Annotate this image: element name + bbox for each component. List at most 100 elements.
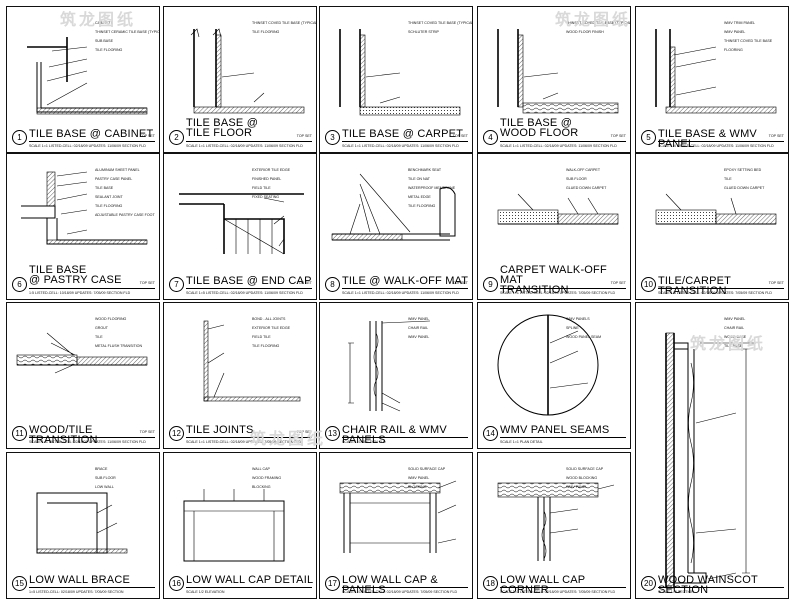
callout-note: METAL FLUSH TRANSITION xyxy=(95,344,143,348)
title-rule xyxy=(29,437,155,438)
detail-meta: SCALE 1=1 LISTED-CELL: 02/18/09 UPDATES:… xyxy=(500,291,616,295)
title-rule xyxy=(658,141,784,142)
detail-drawing xyxy=(655,29,777,114)
callout-note: TILE BASE xyxy=(724,344,743,348)
title-rule xyxy=(29,141,155,142)
callout-note: TILE xyxy=(724,177,732,181)
callout-note: PASTRY CASE PANEL xyxy=(95,177,133,181)
title-rule xyxy=(186,141,312,142)
callout-note: TILE FLOORING xyxy=(252,30,280,34)
detail-meta: SCALE 1=1 LISTED-CELL: 02/18/09 UPDATES:… xyxy=(342,590,458,594)
callout-note: EXTERIOR TILE EDGE xyxy=(252,168,291,172)
detail-title: CARPET WALK-OFF MAT TRANSITION xyxy=(500,264,607,296)
callout-note: THINSET COVED TILE BASE (TYPICAL) xyxy=(252,21,317,25)
detail-meta: SCALE 1=1 SECTION FLD xyxy=(342,440,386,444)
callout-note: CABINETS xyxy=(95,21,113,25)
detail-cell: ALUMINUM SHEET PANEL PASTRY CASE PANEL TIL… xyxy=(6,153,160,300)
detail-drawing xyxy=(348,320,431,412)
detail-meta: SCALE 1/4 LISTED-CELL: 02/18/09 UPDATES:… xyxy=(658,291,772,295)
detail-title: WMV PANEL SEAMS xyxy=(500,424,610,436)
callout-note: SOLID SURFACE CAP xyxy=(408,467,446,471)
detail-number: 20 xyxy=(641,576,656,591)
callout-note: SUB FLOOR xyxy=(95,476,116,480)
title-rule xyxy=(500,141,626,142)
detail-drawing xyxy=(27,37,148,115)
detail-meta: 1=5 LISTED-CELL: 02/18/09 UPDATES: 7/05/… xyxy=(29,590,124,594)
detail-meta: SCALE 1=1 LISTED-CELL: 02/18/09 UPDATES:… xyxy=(186,440,302,444)
detail-cell: THINSET COVED TILE BASE (TYPICAL)WOOD FL… xyxy=(477,6,631,153)
callout-note: WMV TRIM PANEL xyxy=(724,21,756,25)
title-rule xyxy=(500,288,626,289)
detail-drawing xyxy=(497,193,619,225)
detail-number: 5 xyxy=(641,130,656,145)
callout-note: WALK-OFF CARPET xyxy=(566,168,601,172)
title-rule xyxy=(186,288,312,289)
detail-number: 15 xyxy=(12,576,27,591)
callout-note: SUB BASE xyxy=(95,39,113,43)
detail-drawing xyxy=(183,489,285,562)
callout-note: THINSET COVED TILE BASE xyxy=(724,39,773,43)
detail-number: 11 xyxy=(12,426,27,441)
callout-note: WOOD FLOOR FINISH xyxy=(566,30,604,34)
detail-drawing xyxy=(203,320,301,402)
callout-note: WOOD BASE xyxy=(724,335,747,339)
callout-note: FINISHED PANEL xyxy=(252,177,282,181)
callout-note: WALL CAP xyxy=(252,467,270,471)
callout-note: WMV PANEL xyxy=(408,476,430,480)
callout-note: BRACE xyxy=(95,467,108,471)
callout-note: CHAIR RAIL xyxy=(724,326,745,330)
callout-note: FLOORING xyxy=(724,48,743,52)
callout-note: BENCHMARK SEAT xyxy=(408,168,442,172)
detail-meta: SCALE 1=1 LISTED-CELL: 02/18/09 UPDATES:… xyxy=(186,144,303,148)
detail-title: TILE BASE @ PASTRY CASE xyxy=(29,264,122,286)
detail-title: TILE BASE & WMV PANEL xyxy=(658,128,757,150)
detail-number: 1 xyxy=(12,130,27,145)
detail-title: TILE BASE @ CABINET xyxy=(29,128,154,140)
callout-note: TILE FLOORING xyxy=(95,204,123,208)
callout-note: METAL EDGE xyxy=(408,195,431,199)
detail-meta: SCALE 1=1 LISTED-CELL: 02/18/09 UPDATES:… xyxy=(500,144,617,148)
detail-meta: 1:5 LISTED-CELL: 10/18/09 UPDATES: 7/05/… xyxy=(29,291,131,295)
detail-title: LOW WALL CAP DETAIL xyxy=(186,574,314,586)
title-rule xyxy=(29,288,155,289)
callout-note: FIELD TILE xyxy=(252,186,271,190)
callout-note: ADJUSTABLE PASTRY CASE FOOT xyxy=(95,213,155,217)
detail-number: 16 xyxy=(169,576,184,591)
detail-title: WOOD/TILE TRANSITION xyxy=(29,424,98,446)
detail-set-label: TOP SET xyxy=(452,281,468,285)
detail-drawing xyxy=(665,332,756,589)
detail-set-label: TOP SET xyxy=(296,134,312,138)
detail-number: 2 xyxy=(169,130,184,145)
detail-drawing xyxy=(179,193,304,255)
callout-note: EPOXY SETTING BED xyxy=(724,168,762,172)
callout-note: ALUMINUM SHEET PANEL xyxy=(95,168,140,172)
detail-title: TILE BASE @ CARPET xyxy=(342,128,464,140)
title-rule xyxy=(658,587,784,588)
detail-number: 10 xyxy=(641,277,656,292)
detail-set-label: TOP SET xyxy=(139,134,155,138)
detail-title: TILE/CARPET TRANSITION xyxy=(658,275,731,297)
detail-number: 18 xyxy=(483,576,498,591)
detail-number: 12 xyxy=(169,426,184,441)
detail-title: CHAIR RAIL & WMV PANELS xyxy=(342,424,447,446)
title-rule xyxy=(342,288,468,289)
detail-set-label: TOP SET xyxy=(610,281,626,285)
detail-number: 9 xyxy=(483,277,498,292)
detail-number: 13 xyxy=(325,426,340,441)
callout-note: EXTERIOR TILE EDGE xyxy=(252,326,291,330)
callout-note: WMV PANEL xyxy=(408,317,430,321)
title-rule xyxy=(658,288,784,289)
detail-number: 7 xyxy=(169,277,184,292)
callout-note: TILE BASE xyxy=(95,186,114,190)
detail-number: 3 xyxy=(325,130,340,145)
detail-cell: THINSET COVED TILE BASE (TYPICAL) TILE FL… xyxy=(163,6,317,153)
